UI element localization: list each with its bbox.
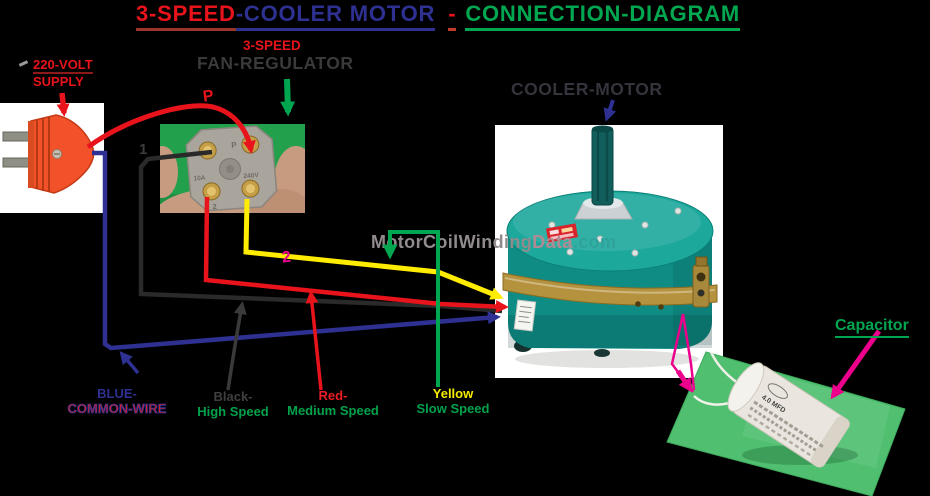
magenta-capacitor-arrow xyxy=(830,329,882,400)
capacitor-cylinder: 4.0 MFD xyxy=(727,362,850,468)
supply-label-line2: SUPPLY xyxy=(33,74,84,89)
stray-mark xyxy=(18,60,29,67)
clamp-nut xyxy=(695,256,708,267)
clamp-bolt xyxy=(696,272,706,282)
sticker-text-block xyxy=(550,232,574,240)
blue-label-arrow xyxy=(119,351,140,375)
watermark: MotorCoilWindingData.com xyxy=(371,232,616,253)
terminal1-wire-tag: 1 xyxy=(139,141,148,158)
capacitor-shadow xyxy=(742,445,858,465)
side-label-line xyxy=(519,305,532,309)
mat-sheen xyxy=(742,370,890,468)
motor-photo xyxy=(495,125,723,378)
regulator-marking-volts: 240V xyxy=(243,172,259,180)
side-label-line xyxy=(519,310,532,314)
screw-dot xyxy=(566,248,574,256)
page-title: 3-SPEED-COOLER MOTOR-CONNECTION-DIAGRAM xyxy=(136,1,741,31)
terminal2-wire-tag: 2 xyxy=(281,248,292,267)
mounting-band xyxy=(502,272,718,306)
legend-blue-wire-name: BLUE- xyxy=(97,386,137,401)
motor-red-sticker xyxy=(545,223,578,243)
motor-foot xyxy=(594,349,610,357)
supply-label-line1: 220-VOLT xyxy=(33,57,93,74)
green-regulator-arrow xyxy=(280,78,296,117)
regulator-illustration: P 10A 240V 2 xyxy=(146,124,318,244)
legend-red-medium: Red- Medium Speed xyxy=(268,388,398,418)
screw-dot xyxy=(631,249,639,257)
motor-body-lower-shade xyxy=(508,315,712,348)
capacitor-logo xyxy=(767,383,788,399)
legend-red-wire-name: Red- xyxy=(318,388,348,403)
plug-photo xyxy=(0,103,104,213)
capacitor-text-row xyxy=(753,400,824,448)
band-clamp xyxy=(692,264,710,308)
screw-dot xyxy=(596,235,604,243)
capacitor-end-shade xyxy=(810,416,850,468)
legend-blue-function: COMMON-WIRE xyxy=(67,401,167,417)
capacitor-label: Capacitor xyxy=(835,317,909,338)
screw-dot xyxy=(674,207,682,215)
legend-black-function: High Speed xyxy=(197,404,269,419)
motor-illustration xyxy=(502,125,718,368)
plug-illustration xyxy=(2,114,95,194)
watermark-part2: Data xyxy=(532,232,573,252)
legend-blue-common: BLUE- COMMON-WIRE xyxy=(52,386,182,416)
blue-motor-arrow xyxy=(603,99,617,122)
red-label-arrow xyxy=(305,290,323,391)
title-segment-green: CONNECTION-DIAGRAM xyxy=(465,1,741,31)
screw-dot xyxy=(641,221,649,229)
legend-red-function: Medium Speed xyxy=(287,403,379,418)
motor-label: COOLER-MOTOR xyxy=(511,79,663,99)
regulator-photo: P 10A 240V 2 xyxy=(146,124,318,244)
sticker-text-block xyxy=(549,229,560,235)
legend-yellow-wire-name: Yellow xyxy=(432,386,474,401)
side-label-line xyxy=(518,320,531,324)
green-yellow-label-pointer xyxy=(382,230,440,387)
motor-side-label xyxy=(513,299,537,332)
sticker-text-block xyxy=(561,226,573,233)
title-separator: - xyxy=(448,1,457,31)
band-highlight xyxy=(504,277,716,294)
watermark-part1: MotorCoilWinding xyxy=(371,232,533,252)
motor-top-screws xyxy=(548,207,682,257)
screw-dot xyxy=(548,221,556,229)
regulator-label-name: FAN-REGULATOR xyxy=(197,53,354,73)
legend-yellow-slow: Yellow Slow Speed xyxy=(388,386,518,416)
side-label xyxy=(513,299,537,332)
band-hole xyxy=(658,304,664,310)
capacitor-text-row xyxy=(749,406,819,453)
legend-yellow-function: Slow Speed xyxy=(416,401,490,416)
side-label-line xyxy=(518,315,529,318)
regulator-plate: P 10A 240V 2 xyxy=(185,125,278,212)
capacitor-cap xyxy=(727,362,765,412)
regulator-label-speed: 3-SPEED xyxy=(243,38,301,53)
black-label-arrow xyxy=(226,301,247,391)
plug-cap xyxy=(28,121,34,188)
capacitor-marking: 4.0 MFD xyxy=(760,394,786,414)
capacitor-text-row xyxy=(747,413,811,457)
supply-label: 220-VOLT SUPPLY xyxy=(33,57,93,89)
clamp-bolt xyxy=(697,289,705,297)
band-hole xyxy=(635,301,641,307)
title-segment-red: 3-SPEED xyxy=(136,1,236,31)
motor-shaft xyxy=(591,126,614,206)
shaft-top xyxy=(592,125,613,133)
title-segment-navy: -COOLER MOTOR xyxy=(235,1,436,31)
capacitor-lead-wire xyxy=(693,395,742,406)
regulator-marking-2: 2 xyxy=(212,202,217,211)
plug-body xyxy=(30,114,95,194)
motor-shadow xyxy=(515,350,699,368)
legend-black-high: Black- High Speed xyxy=(168,389,298,419)
regulator-marking-amps: 10A xyxy=(193,175,206,183)
legend-black-wire-name: Black- xyxy=(213,389,253,404)
watermark-part3: .com xyxy=(572,232,617,252)
phase-wire-tag: P xyxy=(201,87,215,106)
capacitor-body xyxy=(732,365,850,468)
